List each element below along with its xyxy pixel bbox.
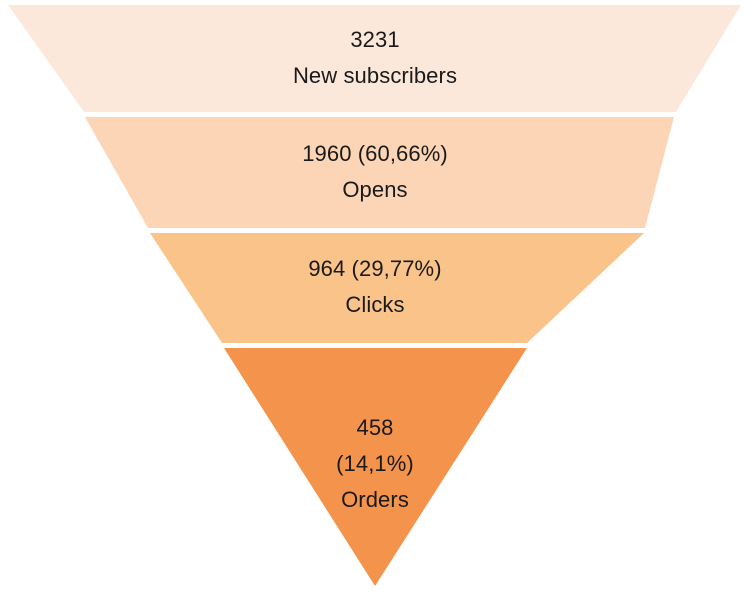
funnel-segment-new-subscribers[interactable] [8, 5, 741, 112]
funnel-segment-clicks[interactable] [150, 233, 644, 343]
funnel-segment-orders[interactable] [224, 348, 527, 586]
funnel-segment-opens[interactable] [85, 117, 674, 228]
